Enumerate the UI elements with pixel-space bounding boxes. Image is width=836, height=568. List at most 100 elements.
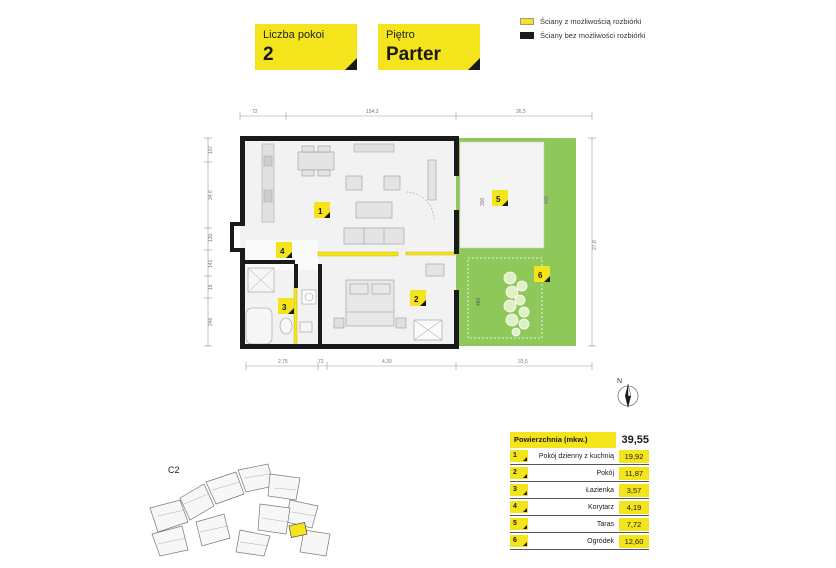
dim-bottom-4: 33,5 [518,359,528,365]
apartment-location [288,522,308,538]
compass-north-label: N [617,378,622,385]
dim-right: 27,8 [592,240,598,250]
legend-label: Ściany z możliwością rozbiórki [540,16,642,26]
dim-left-2: 34,6 [208,190,214,200]
room-marker-label: 3 [282,303,287,312]
area-row-value: 19,92 [619,449,649,463]
floor-value: Parter [386,44,441,65]
area-table-header: Powierzchnia (mkw.) 39,55 [510,432,649,448]
tag-corner-icon [468,58,480,70]
area-row-name: Ogródek [587,537,614,545]
area-row-name: Łazienka [585,486,614,494]
removable-walls [293,251,459,347]
area-row: 4 Korytarz 4,19 [510,499,649,516]
dimension-left [204,137,212,347]
area-row-value: 7,72 [619,517,649,531]
toilet [279,317,293,335]
legend-item-removable: Ściany z możliwością rozbiórki [520,14,645,28]
room-marker-label: 1 [318,207,323,216]
tv-unit [427,159,437,201]
site-plan-label: C2 [168,465,180,475]
legend-label: Ściany bez możliwości rozbiórki [540,30,646,40]
yellow-swatch [520,17,534,25]
area-total: 39,55 [621,434,649,446]
dim-left-5: 18 [208,284,214,290]
room-marker-6: 6 [534,266,550,282]
room-marker-label: 4 [280,247,285,256]
bathtub [245,307,273,345]
area-row-name: Pokój [596,469,614,477]
area-row-name: Korytarz [587,503,614,511]
floor-tag: Piętro Parter [378,24,480,70]
fixed-walls [230,136,459,349]
area-row-name: Pokój dzienny z kuchnią [538,452,614,460]
dimension-right [588,137,596,347]
coffee-table [355,201,393,219]
room-marker-5: 5 [492,190,508,206]
floor-plan: 72 154,3 26,5 107 34,6 130 141 18 246 2,… [204,109,598,370]
dim-left-6: 246 [208,317,214,326]
washer [301,289,317,305]
nightstands [333,317,407,329]
area-row-number: 4 [510,501,528,513]
room-marker-2: 2 [410,290,426,306]
area-row: 6 Ogródek 12,60 [510,533,649,550]
garden-dim-h: 460 [476,297,482,306]
dim-top-3: 26,5 [516,109,526,115]
area-title: Powierzchnia (mkw.) [510,432,617,448]
dim-top-1: 72 [252,109,258,115]
garden-path [467,257,543,339]
shrubs [503,271,530,337]
room-marker-4: 4 [276,242,292,258]
rooms-count-tag: Liczba pokoi 2 [255,24,357,70]
dim-bottom-3: 4,30 [382,359,392,365]
area-row: 5 Taras 7,72 [510,516,649,533]
area-table: Powierzchnia (mkw.) 39,55 1 Pokój dzienn… [510,432,649,550]
room-marker-label: 2 [414,295,419,304]
dim-left-1: 107 [208,145,214,154]
room-marker-label: 6 [538,271,543,280]
terrace-dim-w: 400 [544,195,550,204]
area-row-number: 5 [510,518,528,530]
area-row-value: 11,87 [619,466,649,480]
area-row-value: 3,57 [619,483,649,497]
area-row-number: 6 [510,535,528,547]
dimension-top [239,112,593,120]
bed [345,279,395,327]
sofa [343,227,405,245]
area-row-value: 4,19 [619,500,649,514]
area-row: 1 Pokój dzienny z kuchnią 19,92 [510,448,649,465]
tag-corner-icon [345,58,357,70]
compass-icon: N [617,378,639,408]
wall-legend: Ściany z możliwością rozbiórki Ściany be… [520,14,645,42]
area-row: 2 Pokój 11,87 [510,465,649,482]
sink [299,321,313,333]
dimension-bottom [245,362,593,370]
armchairs [345,175,401,191]
area-row-name: Taras [596,520,614,528]
rooms-count-value: 2 [263,44,274,65]
rooms-count-label: Liczba pokoi [263,29,325,41]
area-row-number: 2 [510,467,528,479]
room-marker-3: 3 [278,298,294,314]
terrace-dim-h: 300 [480,197,486,206]
area-row: 3 Łazienka 3,57 [510,482,649,499]
legend-item-fixed: Ściany bez możliwości rozbiórki [520,28,645,42]
dim-bottom-1: 2,75 [278,359,288,365]
black-swatch [520,31,534,39]
dim-bottom-2: 72 [318,359,324,365]
dresser [425,263,445,277]
door-swing [405,191,435,221]
dim-left-3: 130 [208,233,214,242]
room-marker-1: 1 [314,202,330,218]
dim-top-2: 154,3 [366,109,379,115]
area-row-value: 12,60 [619,534,649,548]
floor-label: Piętro [386,29,415,41]
area-row-number: 1 [510,450,528,462]
dining-set [297,145,335,177]
site-plan [149,463,331,557]
dim-left-4: 141 [208,259,214,268]
room-marker-label: 5 [496,195,501,204]
area-row-number: 3 [510,484,528,496]
kitchen-unit [261,143,395,223]
